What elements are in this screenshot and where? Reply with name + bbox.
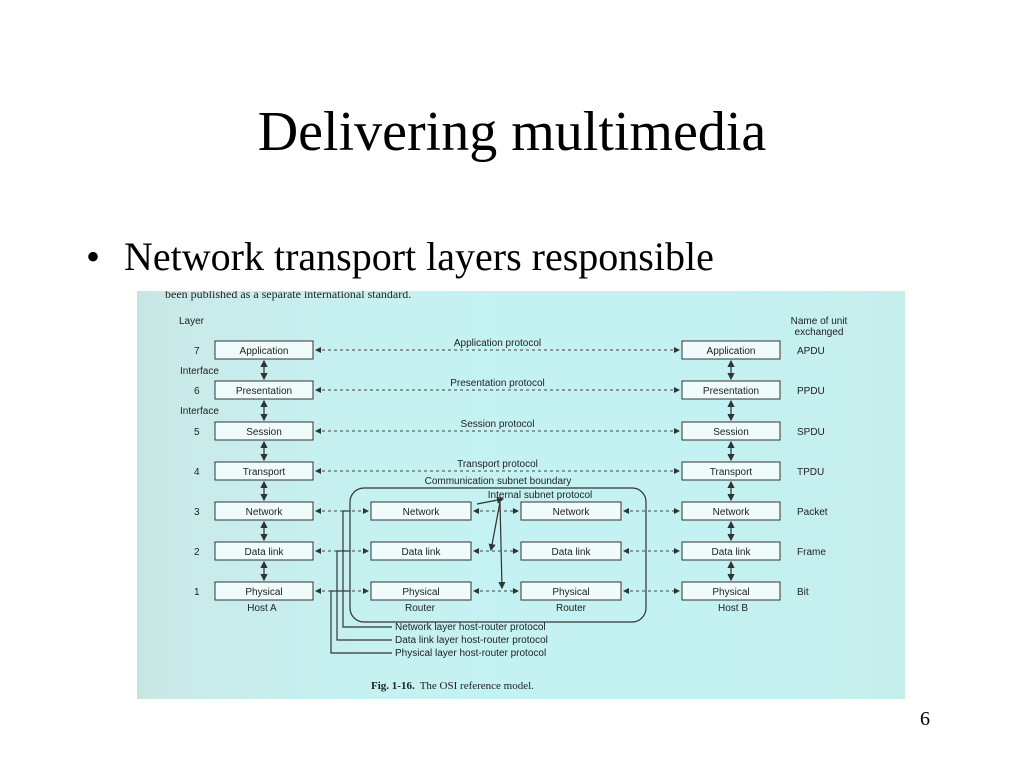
peer-protocol-label: Session protocol: [461, 419, 535, 430]
host-b-layer-box: [681, 421, 781, 441]
router-b-layer-label: Physical: [552, 587, 589, 598]
internal-subnet-arrow-3: [498, 501, 506, 590]
router-a-layer-box: [370, 501, 472, 521]
router-b-layer-box: [520, 581, 622, 601]
host-a-layer-box: [214, 501, 314, 521]
layer-header: Layer: [179, 316, 205, 327]
internal-subnet-arrow-1: [476, 496, 505, 505]
host-a-label: Host A: [247, 603, 277, 614]
physical-host-router-protocol: Physical layer host-router protocol: [395, 648, 546, 659]
host-b-layer-label: Physical: [712, 587, 749, 598]
osi-reference-model-figure: been published as a separate internation…: [137, 291, 905, 699]
router-a-layer-label: Data link: [402, 547, 442, 558]
host-a-layer-box: [214, 421, 314, 441]
host-b-layer-label: Session: [713, 427, 749, 438]
host-a-layer-label: Data link: [245, 547, 285, 558]
unit-label: Frame: [797, 547, 826, 558]
host-b-layer-box: [681, 581, 781, 601]
unit-header-line1: Name of unit: [791, 316, 848, 327]
router-b-layer-box: [520, 501, 622, 521]
internal-subnet-protocol-label: Internal subnet protocol: [488, 490, 593, 501]
router-b-layer-label: Data link: [552, 547, 592, 558]
peer-protocol-label: Presentation protocol: [450, 378, 545, 389]
unit-header-line2: exchanged: [795, 327, 844, 338]
bullet-item: • Network transport layers responsible: [86, 232, 714, 282]
layers-group: 7 Application Application APDU Application p…: [194, 338, 828, 601]
slide-title: Delivering multimedia: [257, 101, 767, 163]
host-b-layer-label: Presentation: [703, 386, 759, 397]
unit-label: PPDU: [797, 386, 825, 397]
router-b-layer-label: Network: [553, 507, 591, 518]
host-a-layer-box: [214, 541, 314, 561]
host-a-layer-label: Application: [240, 346, 289, 357]
internal-subnet-arrow-2: [488, 501, 501, 552]
host-b-layer-box: [681, 461, 781, 481]
host-b-layer-box: [681, 380, 781, 400]
host-b-label: Host B: [718, 603, 748, 614]
datalink-host-router-protocol: Data link layer host-router protocol: [395, 635, 548, 646]
layer-number: 2: [194, 547, 200, 558]
router-label-right: Router: [556, 603, 587, 614]
peer-protocol-label: Application protocol: [454, 338, 541, 349]
host-b-layer-box: [681, 340, 781, 360]
host-b-layer-box: [681, 501, 781, 521]
host-b-layer-box: [681, 541, 781, 561]
layer-number: 4: [194, 467, 200, 478]
router-a-layer-box: [370, 581, 472, 601]
host-a-layer-box: [214, 461, 314, 481]
router-a-layer-label: Network: [403, 507, 441, 518]
layer-number: 7: [194, 346, 200, 357]
host-a-layer-label: Physical: [245, 587, 282, 598]
host-b-layer-label: Data link: [712, 547, 752, 558]
layer-number: 1: [194, 587, 200, 598]
host-a-layer-label: Session: [246, 427, 282, 438]
subnet-boundary-label: Communication subnet boundary: [425, 476, 572, 487]
subnet-boundary: [349, 487, 647, 623]
network-host-router-protocol: Network layer host-router protocol: [395, 622, 546, 633]
slide-number: 6: [920, 708, 930, 730]
interface-label-lower: Interface: [180, 406, 219, 417]
figure-caption-number: Fig. 1-16.: [371, 680, 415, 692]
figure-caption-text: The OSI reference model.: [420, 680, 534, 692]
unit-label: Packet: [797, 507, 828, 518]
router-b-layer-box: [520, 541, 622, 561]
host-a-layer-box: [214, 380, 314, 400]
host-a-layer-box: [214, 340, 314, 360]
layer-number: 5: [194, 427, 200, 438]
host-b-layer-label: Network: [713, 507, 751, 518]
bullet-text: Network transport layers responsible: [124, 234, 714, 279]
host-a-layer-label: Network: [246, 507, 284, 518]
figure-caption: Fig. 1-16. The OSI reference model.: [371, 680, 534, 692]
unit-label: Bit: [797, 587, 809, 598]
host-a-layer-label: Transport: [243, 467, 286, 478]
figure-top-caption: been published as a separate internation…: [165, 291, 411, 301]
router-a-layer-box: [370, 541, 472, 561]
interface-label-upper: Interface: [180, 366, 219, 377]
host-a-layer-label: Presentation: [236, 386, 292, 397]
router-a-layer-label: Physical: [402, 587, 439, 598]
bullet-icon: •: [86, 234, 101, 279]
layer-number: 6: [194, 386, 200, 397]
peer-protocol-label: Transport protocol: [457, 459, 538, 470]
host-b-layer-label: Application: [707, 346, 756, 357]
osi-diagram: been published as a separate internation…: [165, 291, 848, 692]
unit-label: SPDU: [797, 427, 825, 438]
unit-label: APDU: [797, 346, 825, 357]
host-a-layer-box: [214, 581, 314, 601]
host-b-layer-label: Transport: [710, 467, 753, 478]
layer-number: 3: [194, 507, 200, 518]
router-label-left: Router: [405, 603, 436, 614]
unit-label: TPDU: [797, 467, 824, 478]
